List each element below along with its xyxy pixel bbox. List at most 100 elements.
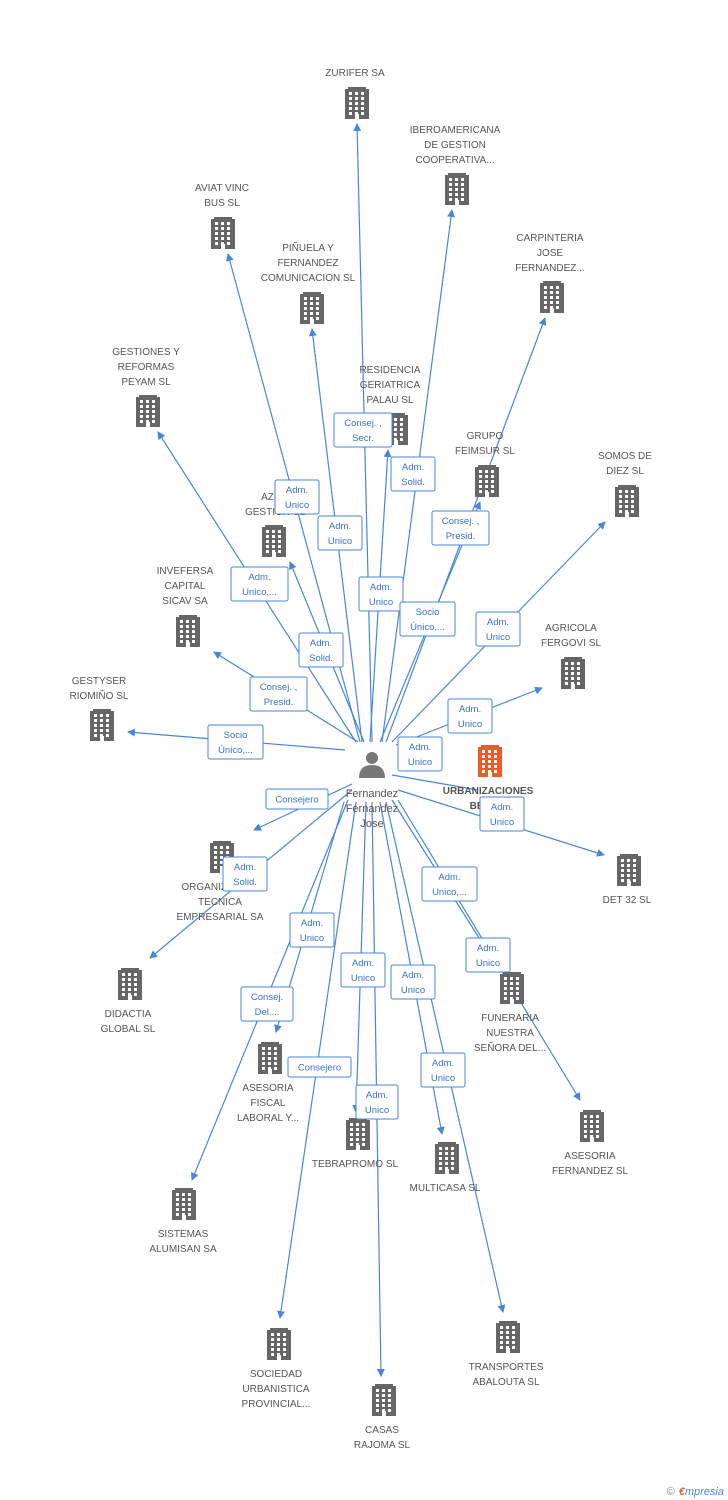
relation-label-inversa[interactable]: Consej. ,Presid. — [249, 676, 308, 712]
company-label-line: CARPINTERIA — [516, 233, 584, 244]
company-node-iberoamericana[interactable]: IBEROAMERICANA DE GESTION COOPERATIVA... — [410, 125, 501, 205]
relation-label-agricola[interactable]: Adm. Unico — [447, 698, 493, 734]
relation-label-organizacion[interactable]: Consejero — [265, 788, 329, 810]
relation-label-funeraria[interactable]: Adm.Unico,... — [421, 866, 478, 902]
relation-label-pinuela[interactable]: Adm.Unico — [317, 515, 363, 551]
relation-label-transportes[interactable]: Adm.Unico — [420, 1052, 466, 1088]
relation-label-line: Adm. — [234, 862, 256, 873]
building-icon — [267, 1328, 291, 1360]
relation-label-line: Secr. — [352, 433, 374, 444]
relation-label-line: Unico — [458, 719, 482, 730]
company-label-line: TEBRAPROMO SL — [312, 1159, 399, 1170]
company-label-line: GLOBAL SL — [101, 1024, 156, 1035]
company-label-line: CASAS — [365, 1425, 399, 1436]
company-label-line: MULTICASA SL — [410, 1183, 481, 1194]
company-label-line: BUS SL — [204, 198, 240, 209]
building-icon — [617, 854, 641, 886]
building-icon — [346, 1118, 370, 1150]
relation-label-sociedad[interactable]: Consejero — [287, 1056, 352, 1078]
company-label-line: IBEROAMERICANA — [410, 125, 501, 136]
relation-label-casas[interactable]: Adm.Unico — [355, 1084, 399, 1120]
relation-label-line: Adm. — [459, 704, 481, 715]
relation-label-asesoria-fernandez[interactable]: Adm.Unico — [465, 937, 511, 973]
relation-label-line: Adm. — [432, 1058, 454, 1069]
building-icon — [345, 87, 369, 119]
person-icon — [359, 752, 385, 778]
relation-label-asesoria-fiscal[interactable]: Consej.Del.... — [240, 986, 294, 1022]
company-label-line: COOPERATIVA... — [415, 155, 494, 166]
person-name-line: Jose — [360, 818, 383, 830]
company-node-multicasa[interactable]: MULTICASA SL — [410, 1142, 481, 1194]
relation-label-zurifer[interactable]: Adm.Unico — [358, 576, 404, 612]
relation-label-line: Del.... — [255, 1007, 280, 1018]
company-node-tebrapromo[interactable]: TEBRAPROMO SL — [312, 1118, 399, 1170]
relation-label-det32[interactable]: Adm.Unico — [479, 796, 525, 832]
relation-label-aviat[interactable]: Adm.Unico — [274, 479, 320, 515]
relation-label-azor[interactable]: Adm.Solid. — [298, 632, 344, 668]
relation-label-line: Socio — [416, 607, 440, 618]
company-label: IBEROAMERICANA DE GESTION COOPERATIVA... — [410, 125, 501, 166]
relation-label-line: Adm. — [402, 462, 424, 473]
nodes-layer: ZURIFER SA IBEROAMERICANA DE GESTION COOPER… — [70, 68, 653, 1451]
company-label-line: DE GESTION — [424, 140, 486, 151]
relation-label-somos[interactable]: Adm.Unico — [475, 611, 521, 647]
company-label: DET 32 SL — [603, 895, 652, 906]
relation-label-line: Solid. — [401, 477, 425, 488]
building-icon — [435, 1142, 459, 1174]
building-icon — [540, 281, 564, 313]
company-label-line: TECNICA — [198, 897, 242, 908]
relation-label-gestiones[interactable]: Adm. Unico,... — [230, 566, 289, 602]
brand-logo-e: € — [678, 1486, 685, 1498]
relation-label-line: Unico — [369, 597, 393, 608]
building-icon — [211, 217, 235, 249]
company-node-det32[interactable]: DET 32 SL — [603, 854, 652, 906]
building-icon — [136, 395, 160, 427]
relations-layer: Consej. ,Secr.Adm.Solid.Adm.UnicoAdm.Uni… — [207, 412, 525, 1120]
relation-label-residencia[interactable]: Consej. ,Secr. — [333, 412, 393, 448]
relation-label-sistemas[interactable]: Adm.Unico — [289, 912, 335, 948]
relation-label-line: Unico,... — [242, 587, 277, 598]
relation-label-gestyser[interactable]: SocioÚnico,... — [207, 724, 264, 760]
relation-label-iberoamericana[interactable]: SocioÚnico,... — [399, 601, 456, 637]
relation-label-line: Adm. — [402, 970, 424, 981]
company-label-line: RIOMIÑO SL — [70, 689, 129, 702]
relation-label-line: Unico — [300, 933, 324, 944]
relation-label-multicasa[interactable]: Adm.Unico — [390, 964, 436, 1000]
company-node-zurifer[interactable]: ZURIFER SA — [325, 68, 385, 119]
relation-label-grupo[interactable]: Adm. Solid. — [390, 456, 436, 492]
relation-label-tebrapromo[interactable]: Adm.Unico — [340, 952, 386, 988]
relation-label-line: Adm. — [248, 572, 270, 583]
footer-brand: ©€mpresia — [667, 1486, 724, 1498]
relation-label-didactia[interactable]: Adm.Solid. — [222, 856, 268, 892]
relation-label-carpinteria[interactable]: Consej. ,Presid. — [431, 510, 490, 546]
relation-label-urbanizaciones[interactable]: Adm.Unico — [397, 736, 443, 772]
relation-label-line: Adm. — [491, 802, 513, 813]
company-label-line: JOSE — [537, 248, 563, 259]
relation-label-line: Adm. — [286, 485, 308, 496]
company-label-line: ASESORIA — [242, 1083, 293, 1094]
